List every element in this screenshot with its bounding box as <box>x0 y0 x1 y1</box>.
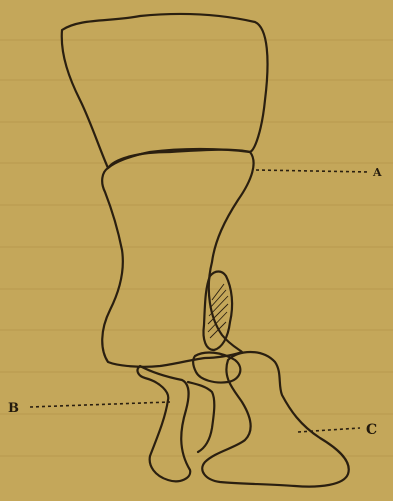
label-a: A <box>372 166 382 179</box>
middle-bone <box>102 150 253 367</box>
hatched-bone <box>203 272 232 351</box>
label-b: B <box>8 401 19 416</box>
upper-bone <box>62 14 268 168</box>
leader-line-a <box>256 170 370 172</box>
lower-left-bone <box>138 366 191 481</box>
leader-line-b <box>30 402 170 407</box>
label-c: C <box>366 422 377 438</box>
connecting-bone <box>188 382 214 452</box>
background-texture <box>0 40 393 456</box>
